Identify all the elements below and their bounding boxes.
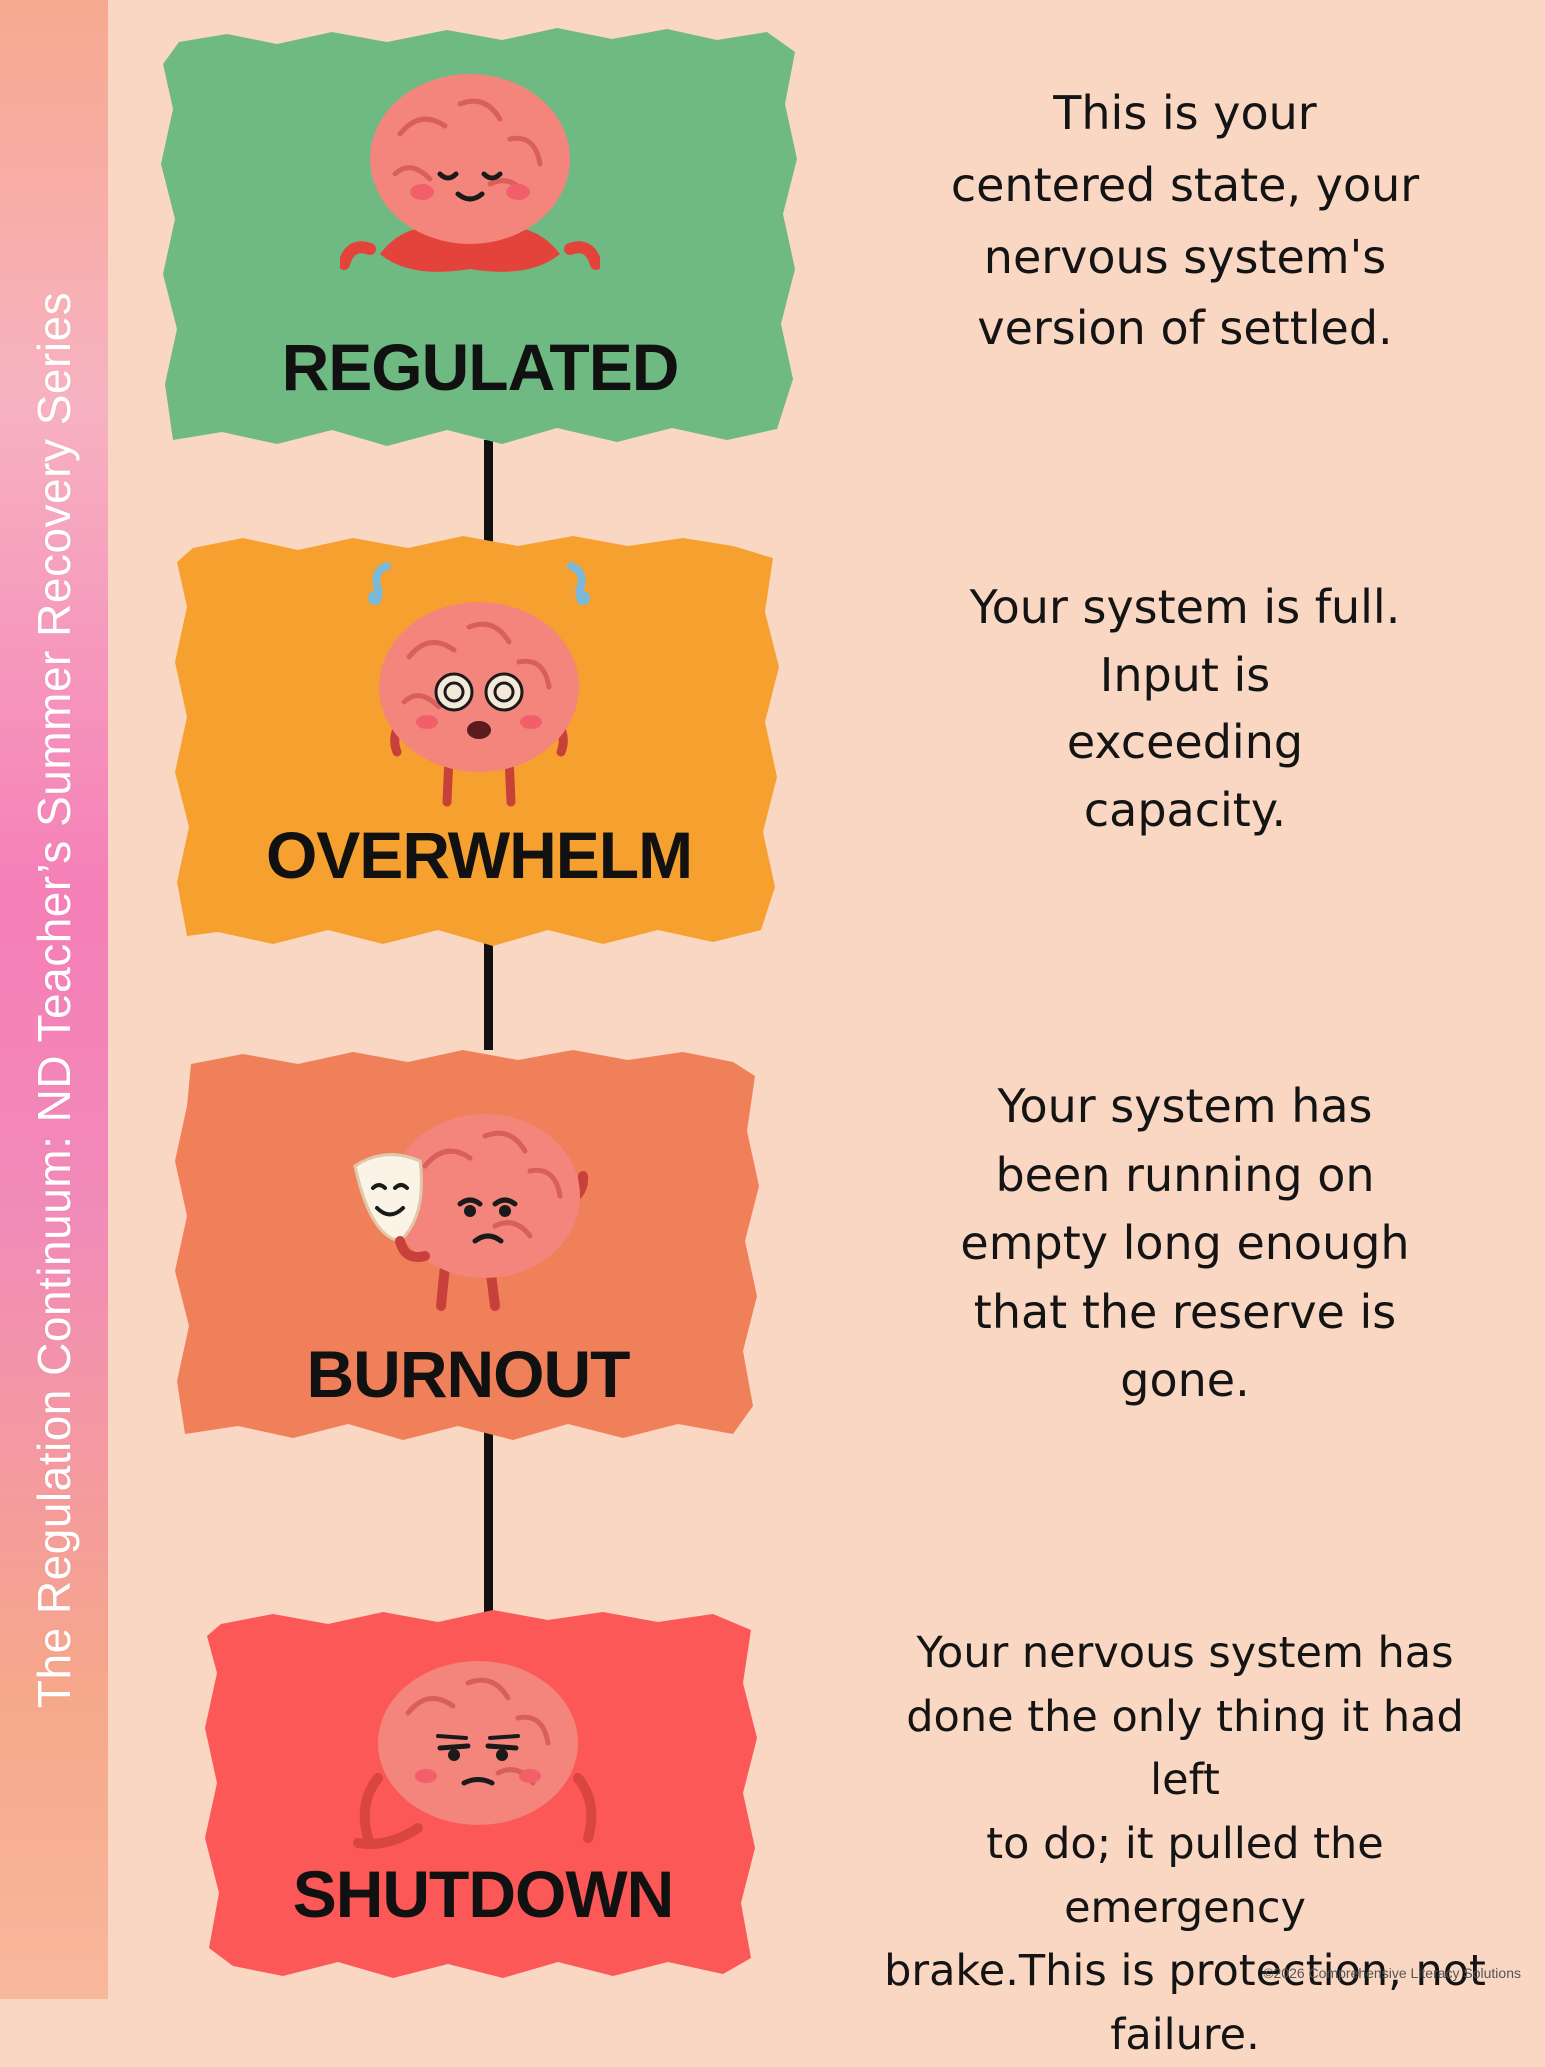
state-label: OVERWHELM [265,818,693,892]
state-description-overwhelm: Your system is full. Input is exceeding … [969,580,1401,837]
state-description-burnout: Your system has been running on empty lo… [960,1079,1410,1408]
state-card-regulated: REGULATED [157,24,803,454]
connector-line-1 [484,440,493,548]
connector-line-3 [484,1430,493,1615]
connector-line-2 [484,930,493,1050]
copyright-footer: ©2026 Comprehensive Literacy Solutions [1263,1965,1521,1981]
state-card-shutdown: SHUTDOWN [203,1608,763,1984]
meditating-brain-icon [340,74,600,272]
state-card-overwhelm: OVERWHELM [173,532,785,950]
state-label: BURNOUT [306,1337,631,1411]
series-title: The Regulation Continuum: ND Teacher’s S… [28,291,80,1709]
side-gradient-bar: The Regulation Continuum: ND Teacher’s S… [0,0,108,1999]
tired-brain-holding-mask-icon [353,1114,589,1311]
state-label: SHUTDOWN [292,1857,675,1931]
state-description-shutdown: Your nervous system has done the only th… [884,1628,1486,2060]
state-label: REGULATED [281,330,680,404]
state-card-burnout: BURNOUT [173,1046,763,1446]
dizzy-sweating-brain-icon [368,562,590,807]
slumped-exhausted-brain-icon [353,1661,597,1849]
state-description-regulated: This is your centered state, your nervou… [950,86,1420,356]
